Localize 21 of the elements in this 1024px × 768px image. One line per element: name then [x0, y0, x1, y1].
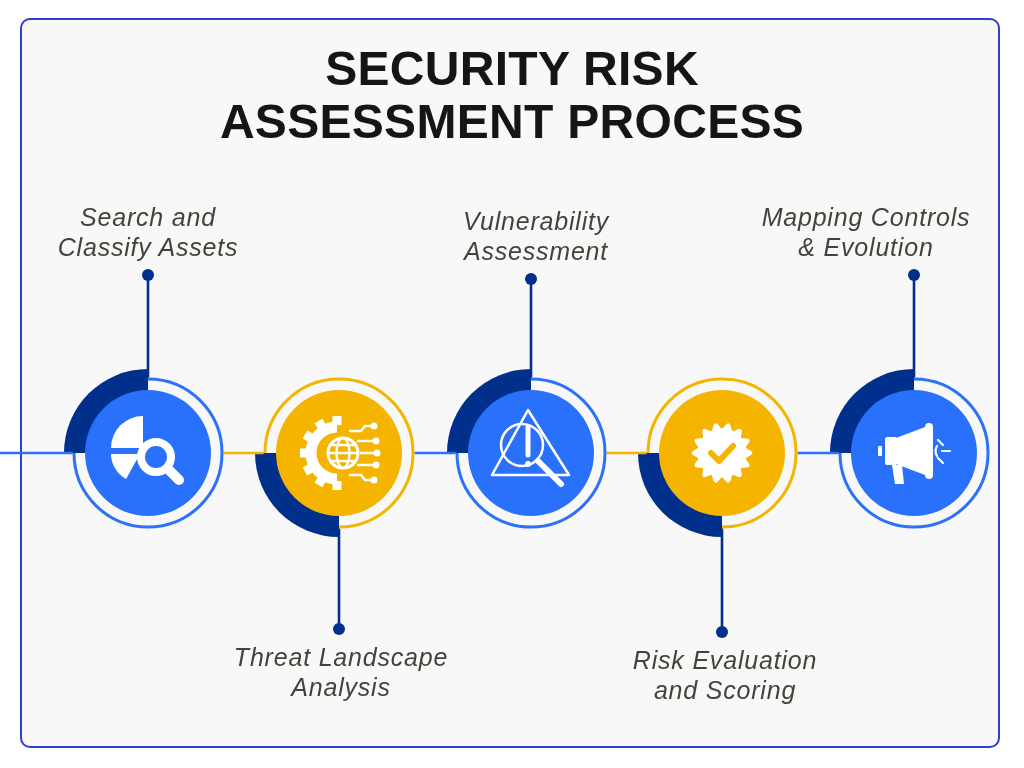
step-label: Risk Evaluation and Scoring [631, 645, 819, 705]
step-label: Vulnerability Assessment [461, 206, 611, 266]
step-circle [838, 377, 990, 529]
leader-line [525, 273, 537, 378]
step-label: Threat Landscape Analysis [232, 642, 450, 702]
leader-line [716, 528, 728, 638]
connector-line [223, 451, 264, 455]
leader-line [908, 269, 920, 378]
step-label: Search and Classify Assets [56, 202, 240, 262]
leader-line [333, 528, 345, 635]
leader-line [142, 269, 154, 378]
step-circle [455, 377, 607, 529]
step-label: Mapping Controls & Evolution [760, 202, 972, 262]
connector-line [606, 451, 647, 455]
connector-line [797, 451, 839, 455]
connector-line [414, 451, 456, 455]
connector-line [0, 451, 73, 455]
step-circle [263, 377, 415, 529]
step-circle [72, 377, 224, 529]
step-circle [646, 377, 798, 529]
title: SECURITY RISK ASSESSMENT PROCESS [218, 42, 806, 148]
